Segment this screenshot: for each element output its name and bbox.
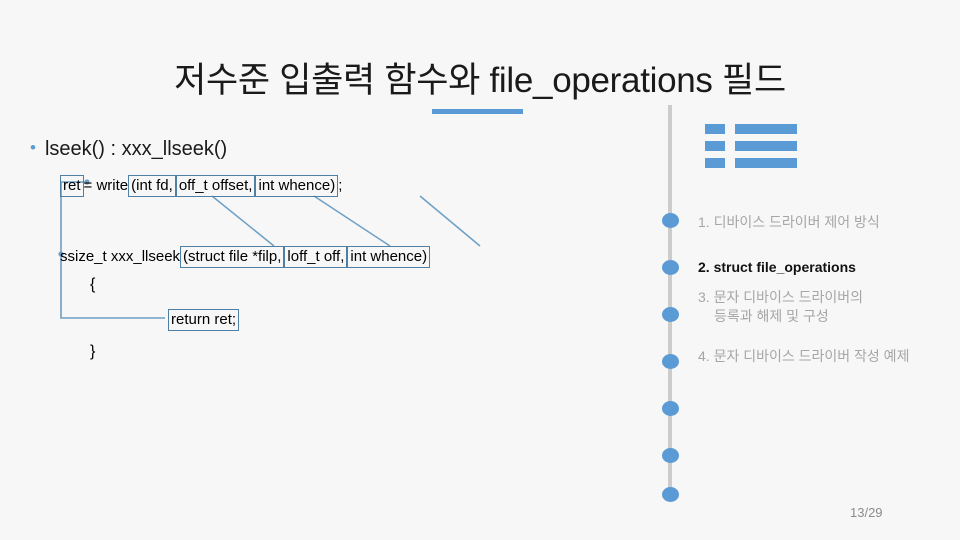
agenda-item-4[interactable]: 4. 문자 디바이스 드라이버 작성 예제 <box>698 348 910 364</box>
code-seg-struct-file-filp: (struct file *filp, <box>180 246 285 268</box>
timeline-rail <box>668 105 672 500</box>
timeline-dot-5[interactable] <box>662 401 679 416</box>
list-icon-bar-1 <box>735 124 797 134</box>
code-seg-return-ret: return ret; <box>168 309 240 331</box>
list-icon-bar-3 <box>735 158 797 168</box>
list-icon-bullet-3 <box>705 158 725 168</box>
code-seg-ssize-t-llseek: ssize_t xxx_llseek <box>60 248 181 265</box>
code-seg-semicolon: ; <box>338 177 343 194</box>
code-line-write: ret = write(int fd,off_t offset,int when… <box>60 175 342 197</box>
timeline-dot-4[interactable] <box>662 354 679 369</box>
agenda-item-3-line1: 3. 문자 디바이스 드라이버의 <box>698 289 864 305</box>
agenda-item-1[interactable]: 1. 디바이스 드라이버 제어 방식 <box>698 214 880 230</box>
list-icon-bullet-2 <box>705 141 725 151</box>
agenda-item-3-line2: 등록과 해제 및 구성 <box>714 307 829 324</box>
diagram-region <box>0 125 660 425</box>
list-icon-bar-2 <box>735 141 797 151</box>
code-seg-int-whence: int whence) <box>255 175 339 197</box>
code-return-statement-wrapper: return ret; <box>168 309 240 331</box>
list-icon <box>705 124 797 169</box>
timeline-dot-6[interactable] <box>662 448 679 463</box>
title-accent-bar <box>432 109 523 114</box>
code-seg-loff-t-off: loff_t off, <box>284 246 348 268</box>
section-heading-label: lseek() : xxx_llseek() <box>44 138 228 160</box>
timeline-dot-7[interactable] <box>662 487 679 502</box>
code-seg-off-t-offset: off_t offset, <box>175 175 256 197</box>
code-seg-int-whence-2: int whence) <box>347 246 431 268</box>
agenda-panel: 1. 디바이스 드라이버 제어 방식 2. struct file_operat… <box>640 95 960 515</box>
page-title: 저수준 입출력 함수와 file_operations 필드 <box>174 61 786 100</box>
section-heading: • lseek() : xxx_llseek() <box>30 138 227 161</box>
code-brace-open: { <box>90 276 96 293</box>
code-seg-int-fd: (int fd, <box>128 175 176 197</box>
agenda-item-2[interactable]: 2. struct file_operations <box>698 259 856 275</box>
list-icon-bullet-1 <box>705 124 725 134</box>
code-line-llseek: ssize_t xxx_llseek (struct file *filp,lo… <box>60 246 431 268</box>
agenda-item-3[interactable]: 3. 문자 디바이스 드라이버의 등록과 해제 및 구성 <box>698 288 958 326</box>
page-number: 13/29 <box>850 505 883 520</box>
code-seg-ret: ret <box>60 175 84 197</box>
timeline-dot-3[interactable] <box>662 307 679 322</box>
bullet-dot-icon: • <box>30 138 36 157</box>
timeline-dot-2[interactable] <box>662 260 679 275</box>
code-brace-close: } <box>90 343 96 360</box>
timeline-dot-1[interactable] <box>662 213 679 228</box>
code-seg-equals-write: = write <box>83 177 129 194</box>
